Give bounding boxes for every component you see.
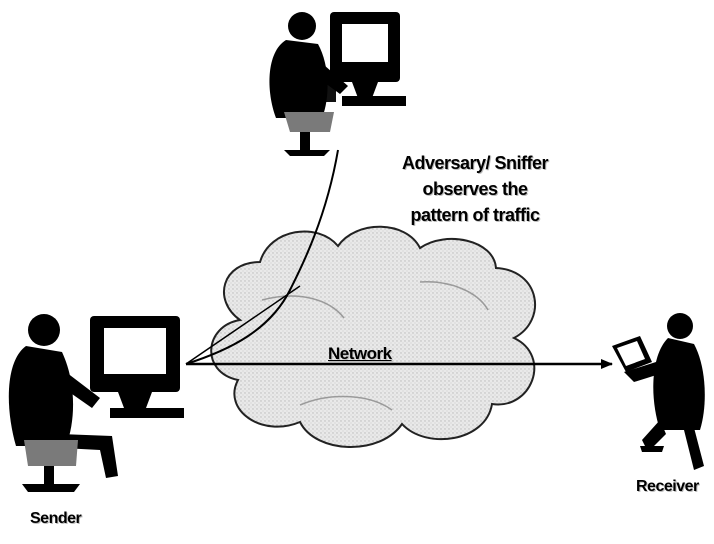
sniffer-tap-branch bbox=[185, 285, 301, 365]
sender-computer-icon bbox=[90, 316, 184, 418]
adversary-caption: Adversary/ Sniffer observes the pattern … bbox=[370, 150, 580, 228]
network-cloud-icon bbox=[210, 225, 537, 448]
adversary-caption-line1: Adversary/ Sniffer bbox=[401, 153, 549, 173]
network-label: Network bbox=[328, 344, 392, 363]
receiver-label: Receiver bbox=[636, 478, 699, 495]
sender-label: Sender bbox=[30, 510, 82, 527]
sniffer-tap-line bbox=[185, 149, 339, 365]
sender-person-icon bbox=[8, 314, 118, 492]
receiver-laptop-icon bbox=[612, 336, 666, 382]
adversary-caption-line3: pattern of traffic bbox=[410, 205, 540, 225]
adversary-caption-line2: observes the bbox=[422, 179, 528, 199]
adversary-person-icon bbox=[269, 12, 348, 156]
receiver-person-icon bbox=[640, 313, 705, 470]
